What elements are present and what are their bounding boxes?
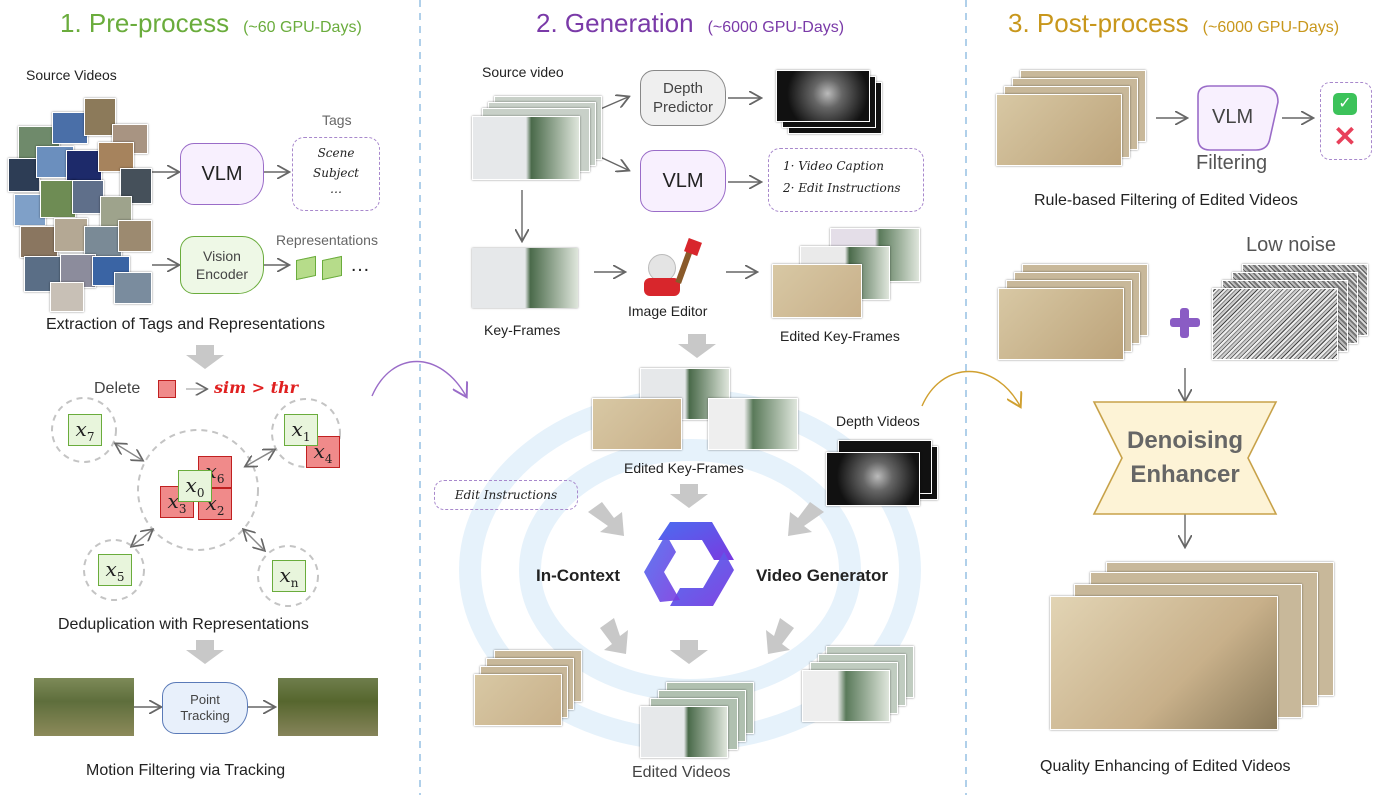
filter-result-box: ✓ ✕ xyxy=(1320,82,1372,160)
node-x5-sub: 5 xyxy=(116,570,125,584)
depth-predictor-box: Depth Predictor xyxy=(640,70,726,126)
post-vlm-label: VLM xyxy=(1212,106,1254,128)
pre-vlm-label: VLM xyxy=(201,162,243,185)
node-x5-label: x xyxy=(105,557,117,581)
node-x3-sub: 3 xyxy=(178,502,187,516)
representations-ellipsis: … xyxy=(350,254,370,276)
post-cost: (~6000 GPU-Days) xyxy=(1202,19,1340,36)
pre-title: 1. Pre-process (~60 GPU-Days) xyxy=(60,8,362,39)
edited-key-frames-top-label: Edited Key-Frames xyxy=(780,328,900,344)
tracking-input-image xyxy=(34,678,134,736)
source-videos-label: Source Videos xyxy=(26,67,117,83)
representations-label: Representations xyxy=(276,232,378,248)
filtering-label: Filtering xyxy=(1196,152,1268,174)
cross-icon: ✕ xyxy=(1333,121,1357,152)
tracking-output-image xyxy=(278,678,378,736)
node-x2-sub: 2 xyxy=(216,504,225,518)
post-title: 3. Post-process (~6000 GPU-Days) xyxy=(1008,8,1339,39)
node-xn: xn xyxy=(272,560,306,592)
down-arrow-1 xyxy=(186,345,224,369)
extraction-caption: Extraction of Tags and Representations xyxy=(46,316,325,333)
point-tracking-box: Point Tracking xyxy=(162,682,248,734)
quality-caption: Quality Enhancing of Edited Videos xyxy=(1040,758,1291,775)
tag-subject: Subject xyxy=(313,166,359,180)
key-frame-image xyxy=(472,248,578,308)
down-arrow-2 xyxy=(186,640,224,664)
dedup-caption: Deduplication with Representations xyxy=(58,616,309,633)
gen-title-text: 2. Generation xyxy=(536,8,694,38)
depth-predictor-label: Depth Predictor xyxy=(652,80,714,116)
gen-vlm-label: VLM xyxy=(662,169,704,192)
pre-vlm-box: VLM xyxy=(180,143,264,205)
node-xn-sub: n xyxy=(290,576,299,590)
tags-label: Tags xyxy=(322,112,352,128)
gen-title: 2. Generation (~6000 GPU-Days) xyxy=(536,8,844,39)
node-x0-label: x xyxy=(185,473,197,497)
node-x7-label: x xyxy=(75,417,87,441)
edited-videos-label: Edited Videos xyxy=(632,764,731,781)
image-editor-label: Image Editor xyxy=(628,303,708,319)
node-x1-label: x xyxy=(291,417,303,441)
generator-logo xyxy=(644,522,734,606)
node-x4-sub: 4 xyxy=(324,452,333,466)
node-x3-label: x xyxy=(167,489,179,513)
point-tracking-label: Point Tracking xyxy=(180,692,230,723)
edited-key-frames-label: Edited Key-Frames xyxy=(624,460,744,476)
node-x4-label: x xyxy=(313,439,325,463)
transfer-arrow-2 xyxy=(921,371,1020,407)
representation-cube-1 xyxy=(296,255,316,281)
source-video-label: Source video xyxy=(482,64,564,80)
caption-item-1: 1· Video Caption xyxy=(783,159,885,173)
transfer-arrow-1 xyxy=(371,361,466,397)
node-x1-sub: 1 xyxy=(302,430,311,444)
plus-icon xyxy=(1170,308,1200,338)
tag-ellipsis: … xyxy=(330,182,342,196)
pre-cost: (~60 GPU-Days) xyxy=(243,19,362,36)
delete-label: Delete xyxy=(94,380,141,397)
node-x0: x0 xyxy=(178,470,212,502)
rule-caption: Rule-based Filtering of Edited Videos xyxy=(1034,192,1298,209)
vision-encoder-label: Vision Encoder xyxy=(195,248,249,282)
representation-cube-2 xyxy=(322,255,342,281)
caption-list-box: 1· Video Caption 2· Edit Instructions xyxy=(768,148,924,212)
motion-caption: Motion Filtering via Tracking xyxy=(86,762,286,779)
edit-instructions-label: Edit Instructions xyxy=(454,488,558,502)
pre-title-text: 1. Pre-process xyxy=(60,8,230,38)
node-x1: x1 xyxy=(284,414,318,446)
node-x0-sub: 0 xyxy=(196,486,205,500)
video-generator-label: Video Generator xyxy=(756,566,888,585)
vision-encoder-box: Vision Encoder xyxy=(180,236,264,294)
node-x7-sub: 7 xyxy=(86,430,95,444)
depth-videos-label: Depth Videos xyxy=(836,413,920,429)
node-xn-label: x xyxy=(279,563,291,587)
tags-box: Scene Subject … xyxy=(292,137,380,211)
node-x7: x7 xyxy=(68,414,102,446)
sim-rule: sim > thr xyxy=(214,378,299,397)
key-frames-label: Key-Frames xyxy=(484,322,561,338)
gen-vlm-box: VLM xyxy=(640,150,726,212)
delete-square-icon xyxy=(158,380,176,398)
post-title-text: 3. Post-process xyxy=(1008,8,1189,38)
gen-cost: (~6000 GPU-Days) xyxy=(707,19,845,36)
node-x6-sub: 6 xyxy=(216,472,225,486)
node-x2-label: x xyxy=(205,491,217,515)
tag-scene: Scene xyxy=(317,146,355,160)
in-context-label: In-Context xyxy=(536,566,621,585)
node-x5: x5 xyxy=(98,554,132,586)
image-editor-icon xyxy=(640,238,712,298)
caption-item-2: 2· Edit Instructions xyxy=(783,181,901,195)
denoising-label: Denoising Enhancer xyxy=(1126,427,1243,488)
check-icon: ✓ xyxy=(1333,93,1357,115)
low-noise-label: Low noise xyxy=(1246,234,1337,256)
edit-instructions-box: Edit Instructions xyxy=(434,480,578,510)
